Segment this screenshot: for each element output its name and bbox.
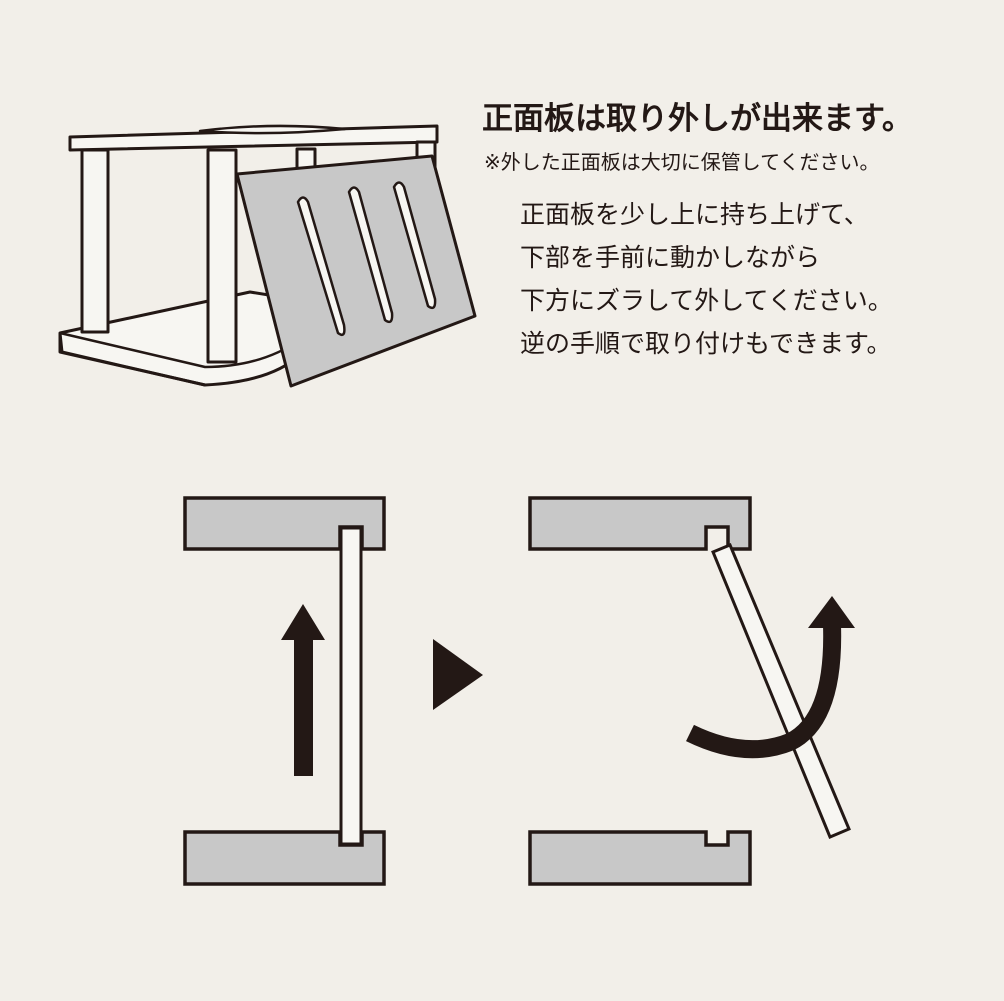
step1-panel (339, 526, 363, 846)
instruction-line-3: 下方にズラして外してください。 (520, 286, 893, 315)
step2-bottom-rail (528, 830, 752, 886)
step2-top-rail (528, 496, 752, 551)
panel-slot-2 (347, 186, 394, 324)
instruction-line-2: 下部を手前に動かしながら (520, 243, 821, 272)
furniture-illustration (58, 124, 477, 388)
panel-slot-3 (392, 181, 437, 310)
instruction-line-1: 正面板を少し上に持ち上げて、 (520, 200, 869, 229)
front-panel (235, 154, 477, 388)
next-step-triangle (433, 639, 483, 710)
leg-front-right (206, 148, 238, 364)
arrow-up (281, 604, 325, 776)
step-2-diagram (528, 496, 851, 886)
panel-slot-1 (296, 196, 346, 336)
instructions-block: 正面板を少し上に持ち上げて、 下部を手前に動かしながら 下方にズラして外してくだ… (520, 193, 893, 365)
leg-front-left (80, 148, 110, 334)
curved-arrow (686, 596, 855, 759)
storage-note: ※外した正面板は大切に保管してください。 (484, 150, 880, 174)
instruction-line-4: 逆の手順で取り付けもできます。 (520, 329, 892, 358)
step-1-diagram (183, 496, 386, 886)
heading: 正面板は取り外しが出来ます。 (482, 101, 913, 137)
